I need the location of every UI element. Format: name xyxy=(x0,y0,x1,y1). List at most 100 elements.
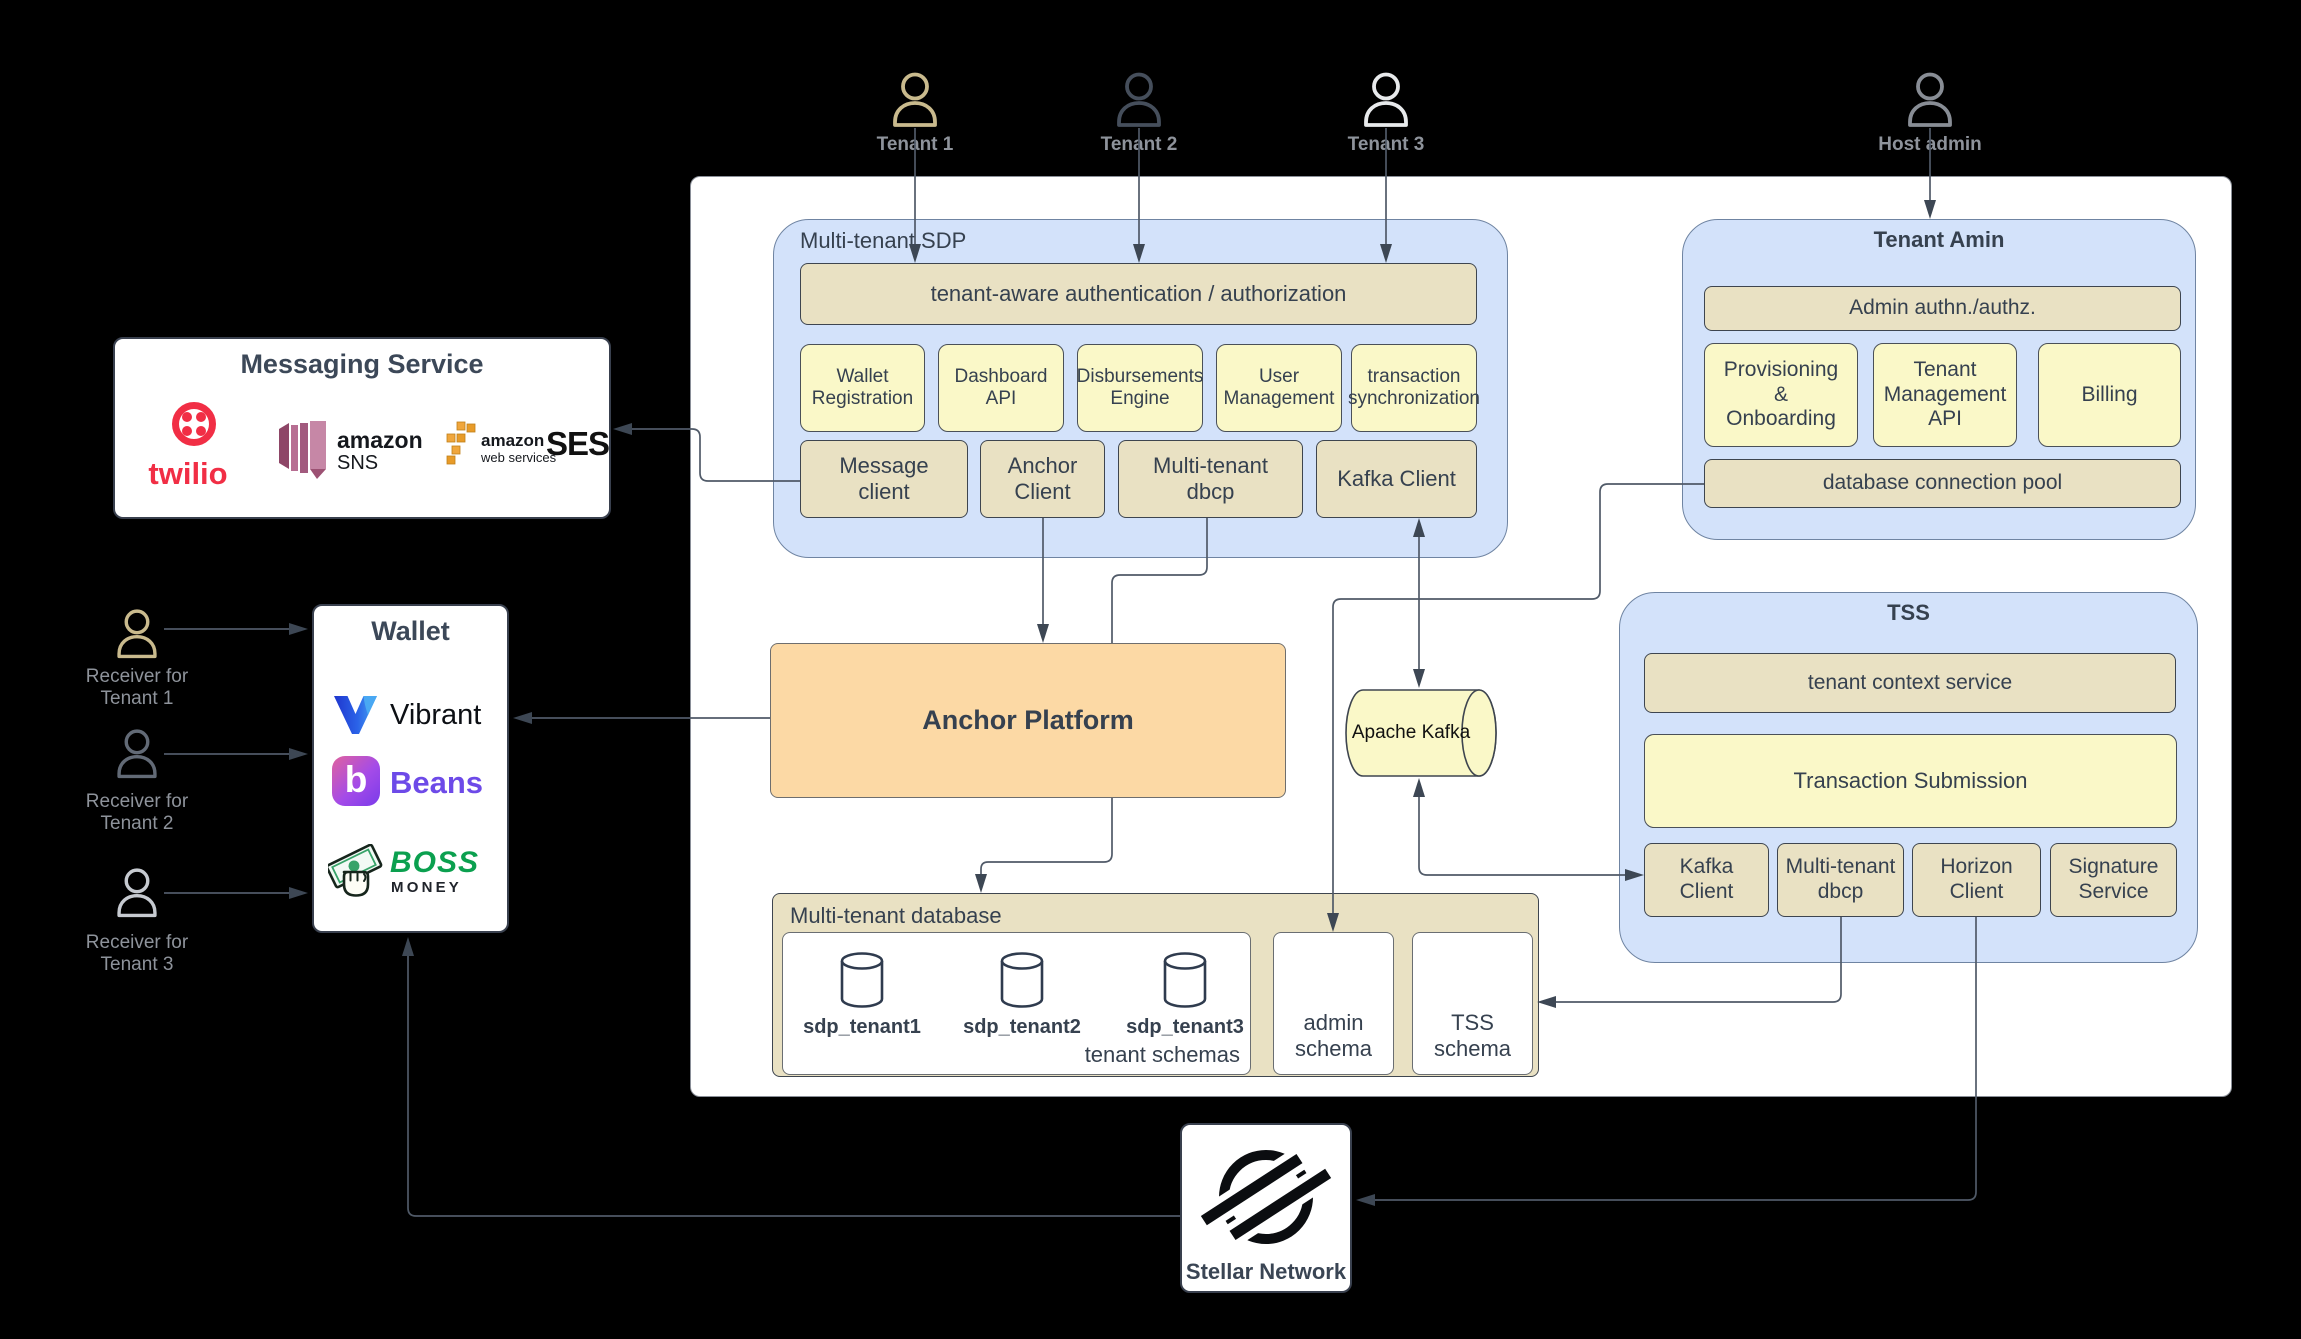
tss-client-kafka: Kafka Client xyxy=(1644,843,1769,917)
tenant-admin-pool-bar: database connection pool xyxy=(1704,459,2181,508)
stellar-icon xyxy=(1194,1146,1338,1248)
vibrant-icon xyxy=(334,696,377,734)
apache-kafka-cylinder: Apache Kafka xyxy=(1343,688,1499,778)
database-cylinder-icon xyxy=(1000,952,1044,1008)
beans-icon: b xyxy=(332,756,380,806)
messaging-service-card: Messaging Service twilio amazon SNS xyxy=(113,337,611,519)
person-icon xyxy=(1356,71,1416,129)
arrow-horizon-to-stellar-head xyxy=(1356,1194,1375,1206)
anchor-platform-box: Anchor Platform xyxy=(770,643,1286,798)
sdp-module-user-management: User Management xyxy=(1216,344,1342,432)
tss-client-horizon: Horizon Client xyxy=(1912,843,2041,917)
arrow-stellar-to-wallet-head xyxy=(402,937,414,956)
amazon-ses-logo: amazon web services SES xyxy=(445,421,610,481)
actor-tenant3 xyxy=(1356,71,1416,129)
db-cylinder-tenant1 xyxy=(840,952,884,1008)
wallet-title: Wallet xyxy=(371,616,450,646)
database-cylinder-icon xyxy=(840,952,884,1008)
stellar-network-card: Stellar Network xyxy=(1180,1123,1352,1293)
actor-receiver3 xyxy=(110,867,164,919)
tenant-admin-title: Tenant Amin xyxy=(1873,227,2005,252)
apache-kafka-label: Apache Kafka xyxy=(1351,721,1471,743)
db-tenant2-label: sdp_tenant2 xyxy=(963,1016,1081,1038)
boss-wordmark: BOSS xyxy=(390,846,480,879)
tss-client-dbcp: Multi-tenant dbcp xyxy=(1777,843,1904,917)
person-icon xyxy=(1900,71,1960,129)
amazon-sns-icon xyxy=(279,421,326,479)
sdp-client-kafka: Kafka Client xyxy=(1316,440,1477,518)
actor-tenant2 xyxy=(1109,71,1169,129)
amazon-ses-icon xyxy=(446,421,476,465)
twilio-wordmark: twilio xyxy=(148,456,228,491)
tenant-admin-module-tenant-management-api: Tenant Management API xyxy=(1873,343,2017,447)
twilio-icon xyxy=(172,402,216,446)
person-icon xyxy=(885,71,945,129)
db-tenant3-label: sdp_tenant3 xyxy=(1126,1016,1244,1038)
actor-receiver1 xyxy=(110,608,164,660)
db-cylinder-tenant2 xyxy=(1000,952,1044,1008)
sdp-client-message: Message client xyxy=(800,440,968,518)
boss-money-icon xyxy=(328,844,383,897)
beans-logo: b Beans xyxy=(328,756,498,808)
database-cylinder-icon xyxy=(1163,952,1207,1008)
tss-schema-box: TSS schema xyxy=(1412,932,1533,1075)
beans-icon-letter: b xyxy=(344,759,368,800)
stellar-label: Stellar Network xyxy=(1185,1259,1347,1284)
actor-tenant1-label: Tenant 1 xyxy=(876,134,954,155)
actor-tenant3-label: Tenant 3 xyxy=(1347,134,1425,155)
person-icon xyxy=(110,608,164,660)
admin-schema-box: admin schema xyxy=(1273,932,1394,1075)
sdp-auth-bar: tenant-aware authentication / authorizat… xyxy=(800,263,1477,325)
actor-tenant1 xyxy=(885,71,945,129)
tenant-admin-auth-bar: Admin authn./authz. xyxy=(1704,286,2181,331)
arrow-receiver3-to-wallet-head xyxy=(289,887,308,899)
tss-schema-label: TSS schema xyxy=(1433,1010,1512,1062)
db-cylinder-tenant3 xyxy=(1163,952,1207,1008)
wallet-card: Wallet Vibrant b Beans xyxy=(312,604,509,933)
messaging-service-title: Messaging Service xyxy=(240,349,484,379)
vibrant-logo: Vibrant xyxy=(328,692,498,738)
actor-receiver2 xyxy=(110,728,164,780)
arrow-message-client-to-messaging-head xyxy=(613,423,632,435)
sdp-module-disbursements-engine: Disbursements Engine xyxy=(1077,344,1203,432)
amazon-ses-sub: web services xyxy=(481,450,557,465)
actor-tenant2-label: Tenant 2 xyxy=(1100,134,1178,155)
person-icon xyxy=(110,728,164,780)
amazon-ses-brand: amazon xyxy=(481,431,545,450)
actor-host-admin-label: Host admin xyxy=(1878,134,1982,155)
sdp-client-dbcp: Multi-tenant dbcp xyxy=(1118,440,1303,518)
database-title: Multi-tenant database xyxy=(790,903,1002,928)
tenant-admin-module-billing: Billing xyxy=(2038,343,2181,447)
sdp-client-anchor: Anchor Client xyxy=(980,440,1105,518)
boss-money-logo: BOSS MONEY xyxy=(328,844,498,904)
amazon-sns-product: SNS xyxy=(337,452,379,474)
arrow-anchor-platform-to-wallet-head xyxy=(513,712,532,724)
money-wordmark: MONEY xyxy=(391,879,463,896)
amazon-sns-brand: amazon xyxy=(337,427,423,453)
sdp-title: Multi-tenant SDP xyxy=(800,228,967,253)
vibrant-wordmark: Vibrant xyxy=(390,699,482,731)
db-tenant1-label: sdp_tenant1 xyxy=(803,1016,921,1038)
actor-host-admin xyxy=(1900,71,1960,129)
actor-receiver1-label: Receiver for Tenant 1 xyxy=(85,666,189,710)
tss-context-bar: tenant context service xyxy=(1644,653,2176,713)
actor-receiver2-label: Receiver for Tenant 2 xyxy=(85,791,189,835)
beans-wordmark: Beans xyxy=(390,765,484,800)
arrow-receiver1-to-wallet-head xyxy=(289,623,308,635)
person-icon xyxy=(110,867,164,919)
sdp-module-transaction-synchronization: transaction synchronization xyxy=(1348,344,1480,432)
tss-client-signature: Signature Service xyxy=(2050,843,2177,917)
tenant-schemas-label: tenant schemas xyxy=(1084,1042,1240,1067)
admin-schema-label: admin schema xyxy=(1294,1010,1373,1062)
twilio-logo: twilio xyxy=(123,402,253,507)
amazon-sns-logo: amazon SNS xyxy=(275,419,435,489)
arrow-receiver2-to-wallet-head xyxy=(289,748,308,760)
tenant-admin-module-provisioning: Provisioning & Onboarding xyxy=(1704,343,1858,447)
tss-title: TSS xyxy=(1887,600,1930,625)
person-icon xyxy=(1109,71,1169,129)
actor-receiver3-label: Receiver for Tenant 3 xyxy=(85,932,189,976)
tss-submission-bar: Transaction Submission xyxy=(1644,734,2177,828)
sdp-module-dashboard-api: Dashboard API xyxy=(938,344,1064,432)
sdp-module-wallet-registration: Wallet Registration xyxy=(800,344,925,432)
